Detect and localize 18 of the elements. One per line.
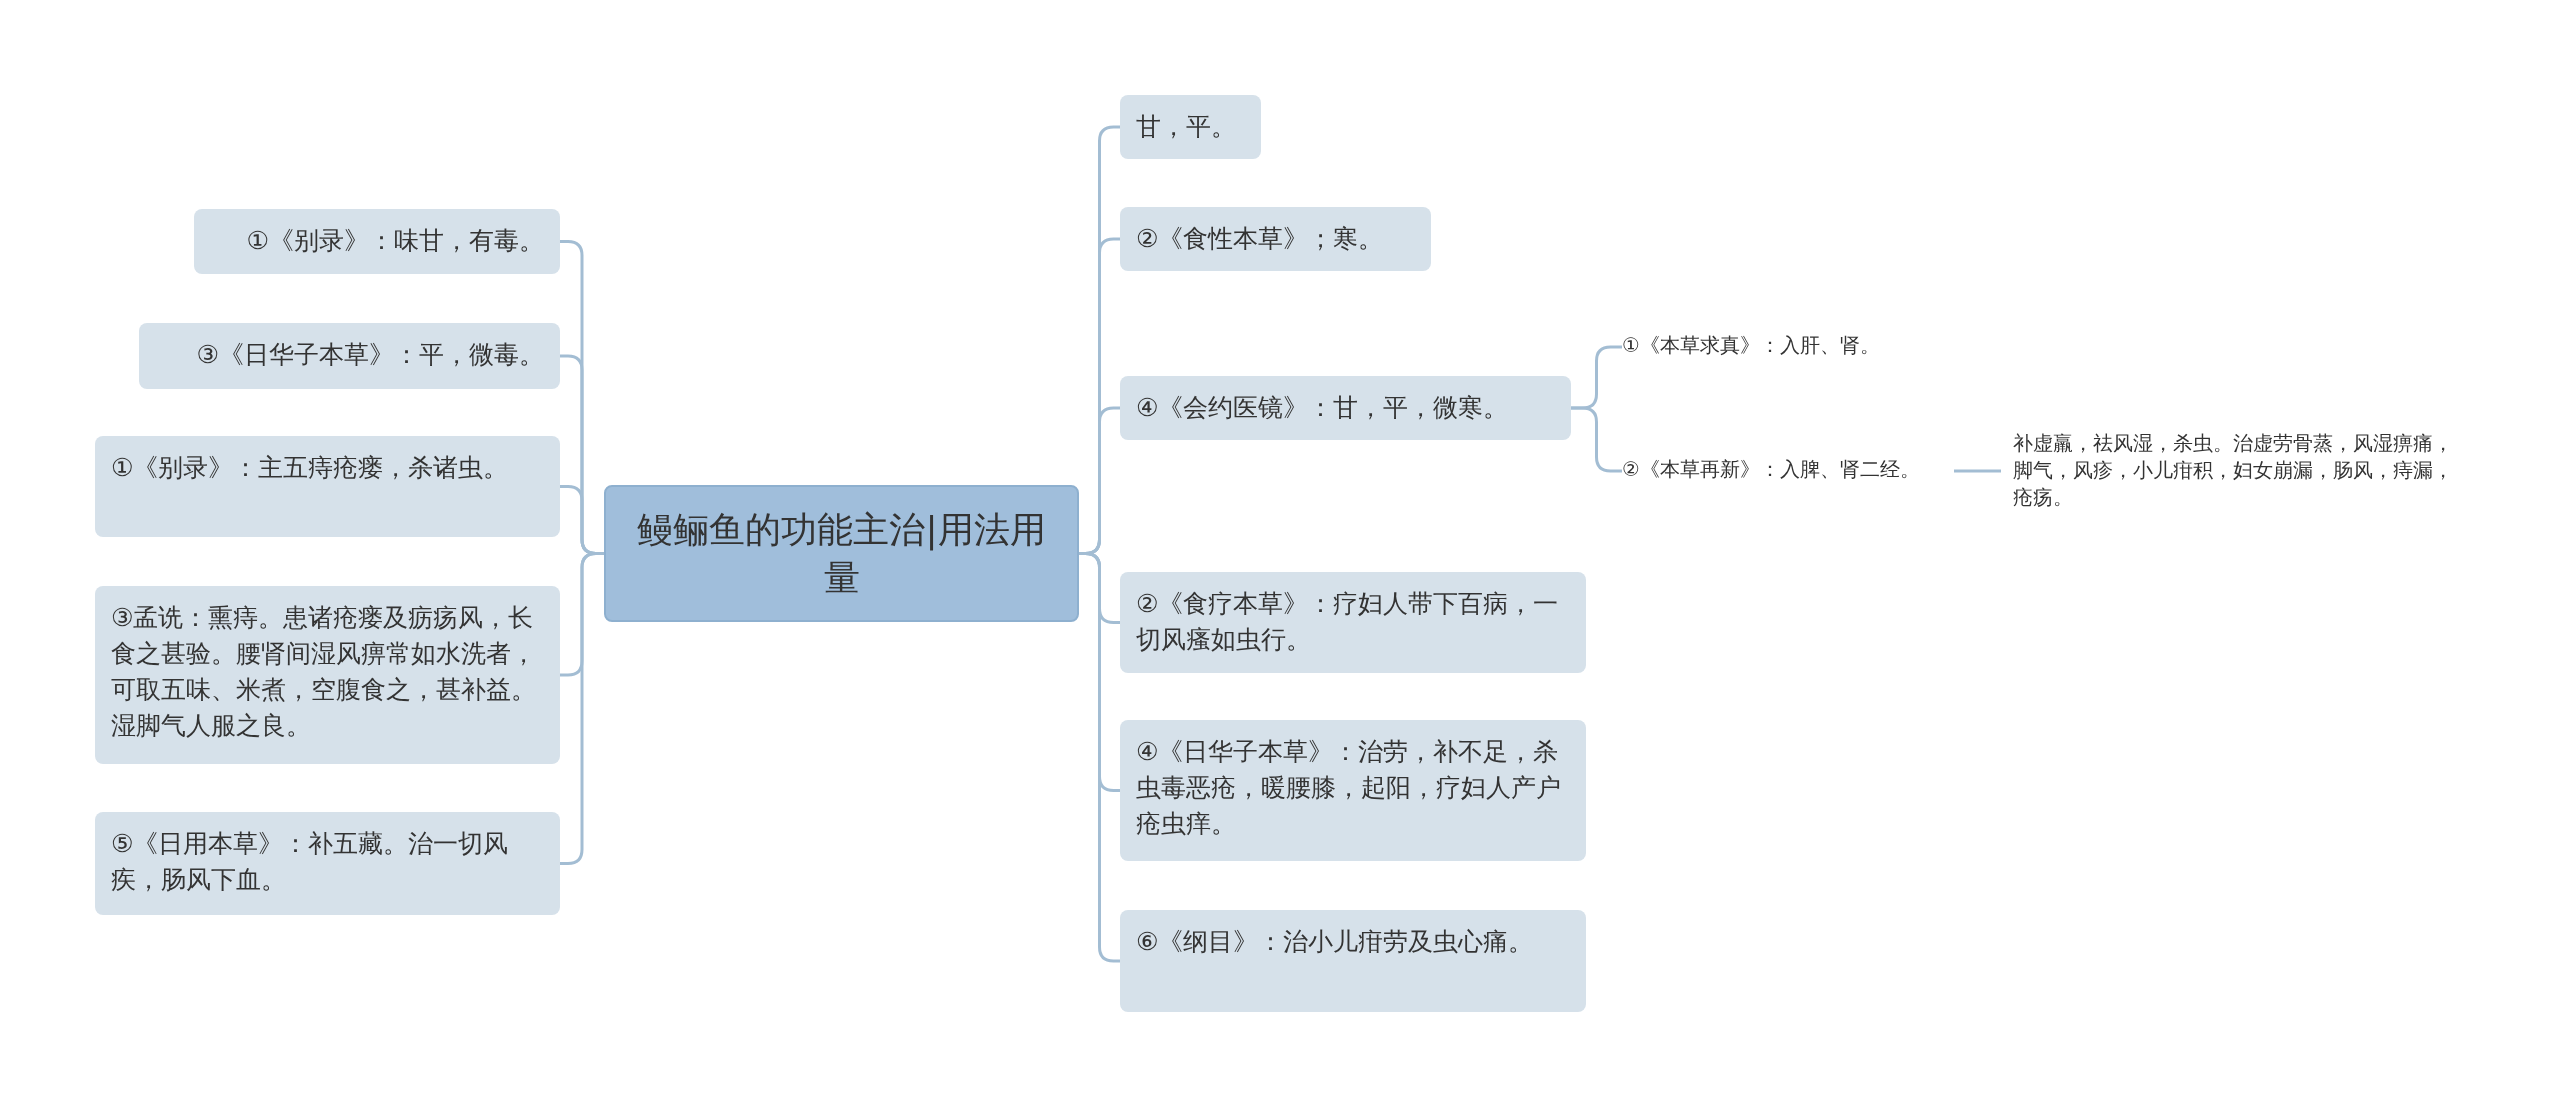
branch-box: ③《日华子本草》：平，微毒。 <box>139 323 560 389</box>
branch-box: ②《食性本草》；寒。 <box>1120 207 1431 271</box>
branch-box: 甘，平。 <box>1120 95 1261 159</box>
topic-box: 鳗鲡鱼的功能主治|用法用量 <box>604 485 1079 622</box>
connector-line <box>1954 469 2001 473</box>
branch-box: ②《食疗本草》：疗妇人带下百病，一切风瘙如虫行。 <box>1120 572 1586 673</box>
branch-box: ⑤《日用本草》：补五藏。治一切风疾，肠风下血。 <box>95 812 560 915</box>
branch-box: ④《日华子本草》：治劳，补不足，杀虫毒恶疮，暖腰膝，起阳，疗妇人产户疮虫痒。 <box>1120 720 1586 861</box>
branch-box: ④《会约医镜》：甘，平，微寒。 <box>1120 376 1571 440</box>
branch-box: ①《别录》：味甘，有毒。 <box>194 209 560 274</box>
branch-text: ①《本草求真》：入肝、肾。 <box>1622 332 1922 362</box>
branch-text: 补虚羸，祛风湿，杀虫。治虚劳骨蒸，风湿痹痛，脚气，风疹，小儿疳积，妇女崩漏，肠风，痔漏，疮疡。 <box>2013 430 2468 515</box>
branch-box: ①《别录》：主五痔疮瘘，杀诸虫。 <box>95 436 560 537</box>
branch-box: ③孟诜：熏痔。患诸疮瘘及疬疡风，长食之甚验。腰肾间湿风痹常如水洗者，可取五味、米煮，空腹食之，甚补益。湿脚气人服之良。 <box>95 586 560 764</box>
branch-box: ⑥《纲目》：治小儿疳劳及虫心痛。 <box>1120 910 1586 1012</box>
connector-line <box>1079 552 1120 963</box>
connector-line <box>560 552 604 865</box>
branch-text: ②《本草再新》：入脾、肾二经。 <box>1622 456 1942 486</box>
